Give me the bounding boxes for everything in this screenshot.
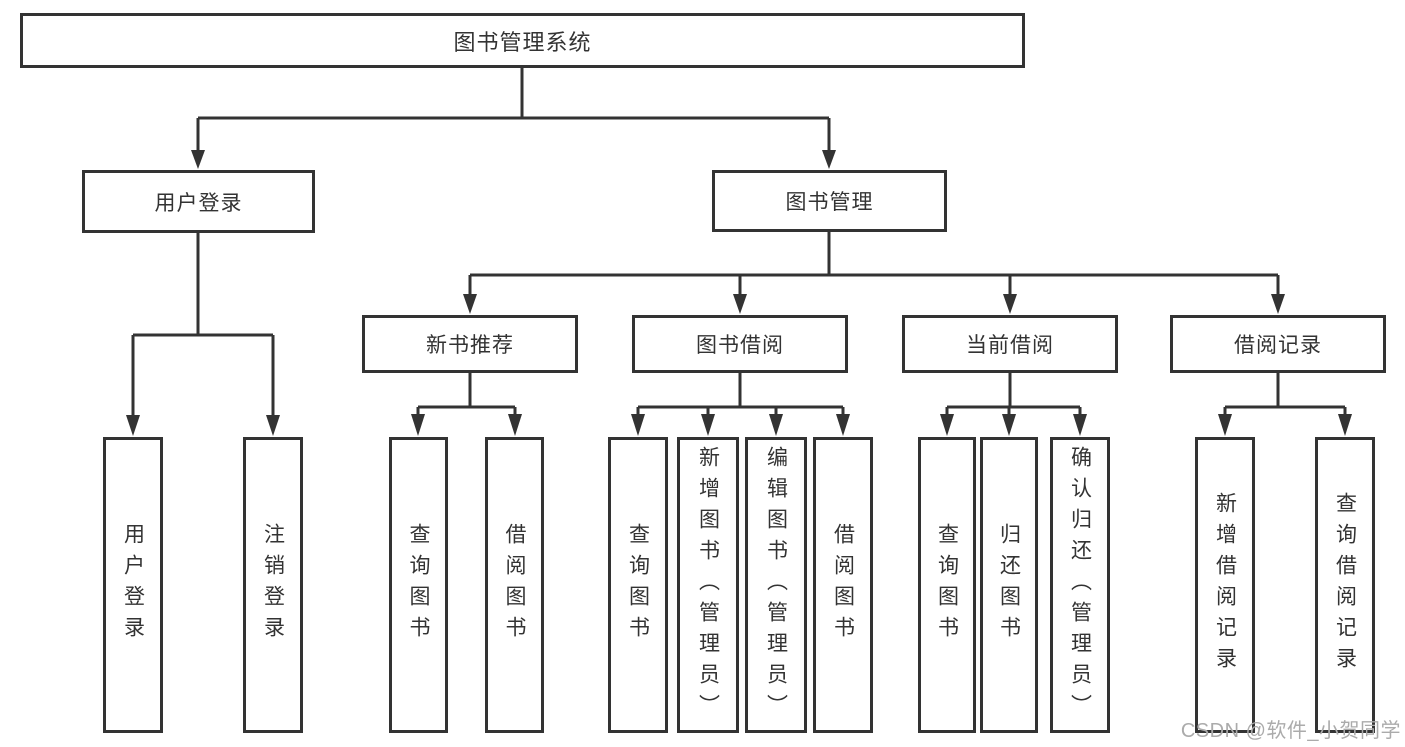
node-new-book-recommend-label: 新书推荐 — [426, 334, 514, 357]
leaf-borrow-search-books-label: 查询图书 — [626, 523, 650, 647]
arrowhead-icon — [940, 414, 954, 436]
arrowhead-icon — [463, 294, 477, 314]
leaf-logout-login: 注销登录 — [243, 437, 303, 733]
node-borrow-records-label: 借阅记录 — [1234, 334, 1322, 357]
leaf-newbooks-search-books: 查询图书 — [389, 437, 448, 733]
connector-userlogin-to-leaves — [126, 233, 280, 436]
leaf-borrow-borrow-books-label: 借阅图书 — [831, 523, 855, 647]
leaf-borrow-add-books-admin-label: 新增图书（管理员） — [696, 445, 720, 725]
csdn-watermark: CSDN @软件_小贺同学 — [1180, 720, 1401, 742]
leaf-borrow-edit-books-admin-label: 编辑图书（管理员） — [764, 445, 788, 725]
node-root-label: 图书管理系统 — [453, 29, 592, 55]
leaf-current-search-books-label: 查询图书 — [935, 523, 959, 647]
leaf-current-confirm-return-admin-label: 确认归还（管理员） — [1068, 445, 1092, 725]
leaf-borrow-search-books: 查询图书 — [608, 437, 668, 733]
node-borrow-records: 借阅记录 — [1170, 315, 1386, 373]
arrowhead-icon — [701, 414, 715, 436]
connector-root-to-level2 — [191, 68, 836, 169]
connector-records-to-leaves — [1218, 373, 1352, 436]
node-book-borrow: 图书借阅 — [632, 315, 848, 373]
arrowhead-icon — [769, 414, 783, 436]
arrowhead-icon — [411, 414, 425, 436]
connector-currentborrow-to-leaves — [940, 373, 1087, 436]
leaf-borrow-add-books-admin: 新增图书（管理员） — [677, 437, 739, 733]
leaf-user-login: 用户登录 — [103, 437, 163, 733]
node-book-management-label: 图书管理 — [785, 191, 874, 214]
node-current-borrow-label: 当前借阅 — [966, 334, 1054, 357]
node-new-book-recommend: 新书推荐 — [362, 315, 578, 373]
arrowhead-icon — [1218, 414, 1232, 436]
leaf-records-search-record: 查询借阅记录 — [1315, 437, 1375, 733]
leaf-records-add-record-label: 新增借阅记录 — [1213, 492, 1237, 678]
leaf-current-search-books: 查询图书 — [918, 437, 976, 733]
leaf-records-search-record-label: 查询借阅记录 — [1333, 492, 1357, 678]
leaf-current-confirm-return-admin: 确认归还（管理员） — [1050, 437, 1110, 733]
arrowhead-icon — [733, 294, 747, 314]
arrowhead-icon — [191, 150, 205, 169]
arrowhead-icon — [508, 414, 522, 436]
arrowhead-icon — [631, 414, 645, 436]
connector-newbooks-to-leaves — [411, 373, 522, 436]
arrowhead-icon — [1073, 414, 1087, 436]
arrowhead-icon — [266, 415, 280, 436]
leaf-borrow-borrow-books: 借阅图书 — [813, 437, 873, 733]
connector-bookborrow-to-leaves — [631, 373, 850, 436]
leaf-current-return-books: 归还图书 — [980, 437, 1038, 733]
node-current-borrow: 当前借阅 — [902, 315, 1118, 373]
leaf-newbooks-borrow-books-label: 借阅图书 — [503, 523, 527, 647]
arrowhead-icon — [1002, 414, 1016, 436]
node-book-borrow-label: 图书借阅 — [696, 334, 784, 357]
arrowhead-icon — [822, 150, 836, 169]
leaf-borrow-edit-books-admin: 编辑图书（管理员） — [745, 437, 807, 733]
leaf-newbooks-search-books-label: 查询图书 — [407, 523, 431, 647]
node-user-login-group-label: 用户登录 — [154, 191, 243, 215]
arrowhead-icon — [1271, 294, 1285, 314]
leaf-user-login-label: 用户登录 — [121, 523, 145, 647]
node-book-management: 图书管理 — [712, 170, 947, 232]
arrowhead-icon — [1003, 294, 1017, 314]
connector-bookmgmt-to-level3 — [463, 232, 1285, 314]
leaf-records-add-record: 新增借阅记录 — [1195, 437, 1255, 733]
node-root: 图书管理系统 — [20, 13, 1025, 68]
arrowhead-icon — [1338, 414, 1352, 436]
leaf-current-return-books-label: 归还图书 — [997, 523, 1021, 647]
leaf-newbooks-borrow-books: 借阅图书 — [485, 437, 544, 733]
arrowhead-icon — [836, 414, 850, 436]
leaf-logout-login-label: 注销登录 — [261, 523, 285, 647]
node-user-login-group: 用户登录 — [82, 170, 315, 233]
arrowhead-icon — [126, 415, 140, 436]
